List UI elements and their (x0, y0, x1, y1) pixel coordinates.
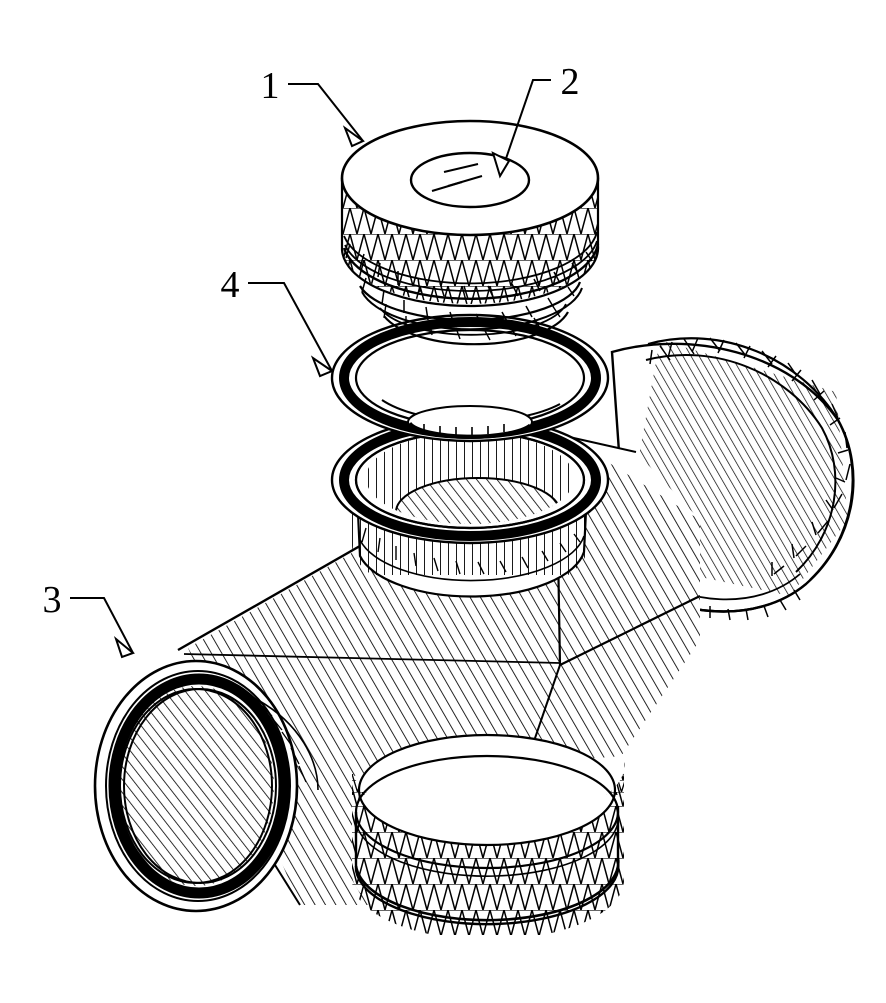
left-flange-gasket-band (108, 673, 290, 899)
reference-numeral-3: 3 (43, 579, 135, 659)
reference-numeral-4: 4 (221, 264, 335, 378)
cap-plug (340, 119, 600, 346)
sealing-gasket-ring-lower (330, 415, 610, 545)
leader-arrow-2 (491, 151, 511, 179)
reference-label-3: 3 (43, 579, 62, 621)
reference-numerals-layer: 1 2 3 4 (43, 61, 580, 659)
flanged-pipe-end-left (93, 659, 319, 913)
cap-recess-marking (431, 163, 483, 192)
leader-line-1 (288, 83, 364, 142)
reference-numeral-1: 1 (261, 65, 365, 148)
lower-branch-socket (352, 733, 625, 935)
leader-arrow-3 (113, 636, 135, 659)
reference-numeral-2: 2 (491, 61, 580, 179)
reference-label-1: 1 (261, 65, 280, 107)
leader-line-3 (70, 597, 134, 654)
leader-arrow-4 (310, 355, 335, 378)
leader-line-2 (499, 79, 551, 177)
reference-label-4: 4 (221, 264, 240, 306)
reference-label-2: 2 (561, 61, 580, 103)
leader-line-4 (248, 282, 333, 372)
sealing-gasket-ring-upper (330, 313, 610, 443)
leader-arrow-1 (342, 125, 365, 148)
